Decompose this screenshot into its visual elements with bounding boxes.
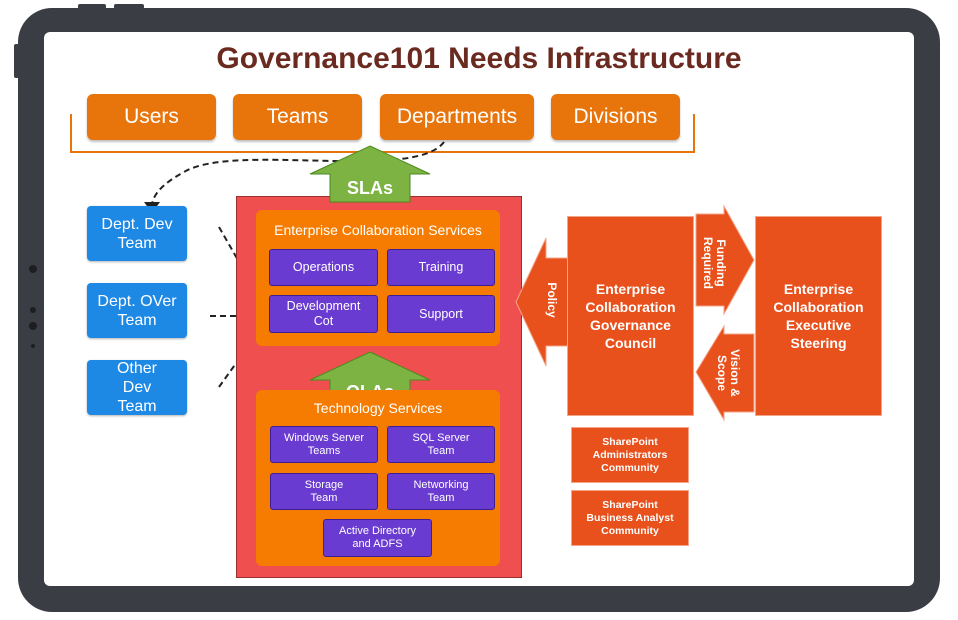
sharepoint-admins-community-box: SharePoint Administrators Community	[571, 427, 689, 483]
executive-steering-box: Enterprise Collaboration Executive Steer…	[755, 216, 882, 416]
operations-box: Operations	[269, 249, 378, 286]
enterprise-services-label: Enterprise Collaboration Services	[274, 222, 482, 238]
dept-dev-team-box: Dept. Dev Team	[87, 206, 187, 261]
diagram-title: Governance101 Needs Infrastructure	[216, 42, 742, 75]
dept-over-team-box: Dept. OVer Team	[87, 283, 187, 338]
sensor-icon	[31, 344, 35, 348]
policy-label: Policy	[545, 282, 560, 318]
departments-box: Departments	[380, 94, 534, 140]
governance-council-box: Enterprise Collaboration Governance Coun…	[567, 216, 694, 416]
teams-box: Teams	[233, 94, 362, 140]
sharepoint-ba-community-box: SharePoint Business Analyst Community	[571, 490, 689, 546]
active-directory-box: Active Directory and ADFS	[323, 519, 432, 557]
windows-server-teams-box: Windows Server Teams	[270, 426, 378, 463]
diagram-screen: Governance101 Needs Infrastructure Users…	[44, 32, 914, 586]
sensor-icon	[30, 307, 36, 313]
technology-services-label: Technology Services	[313, 400, 443, 416]
users-box: Users	[87, 94, 216, 140]
support-box: Support	[387, 295, 495, 333]
other-dev-team-box: Other Dev Team	[87, 360, 187, 415]
vision-scope-label: Vision & Scope	[715, 349, 742, 397]
camera-icon	[29, 265, 37, 273]
device-top-button-2	[114, 4, 144, 9]
development-cot-box: Development Cot	[269, 295, 378, 333]
storage-team-box: Storage Team	[270, 473, 378, 510]
training-box: Training	[387, 249, 495, 286]
divisions-box: Divisions	[551, 94, 680, 140]
networking-team-box: Networking Team	[387, 473, 495, 510]
funding-required-label: Funding Required	[701, 236, 728, 289]
device-side-button	[14, 44, 19, 78]
sql-server-team-box: SQL Server Team	[387, 426, 495, 463]
sensor-icon	[29, 322, 37, 330]
device-top-button-1	[78, 4, 106, 9]
slas-label: SLAs	[346, 177, 393, 198]
